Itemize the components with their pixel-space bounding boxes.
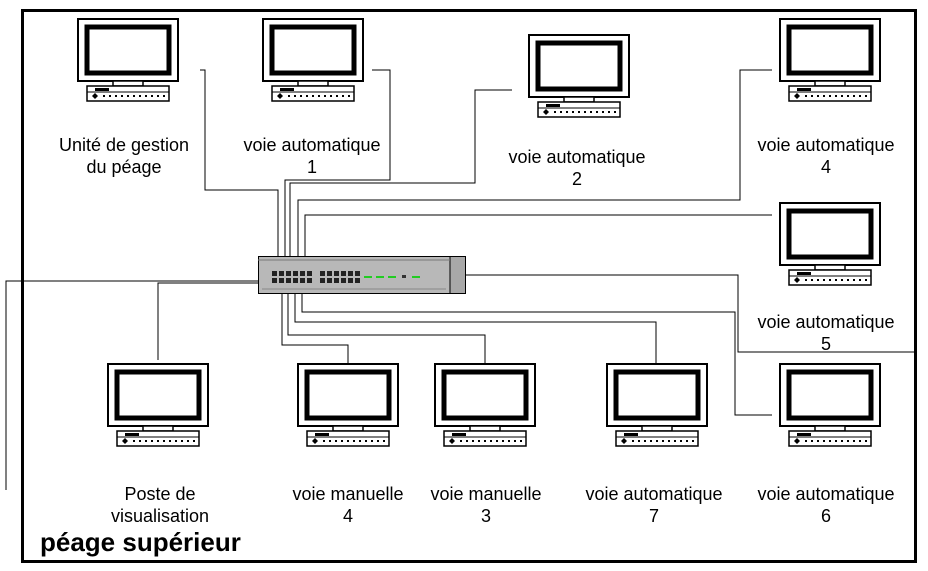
cable-va7	[294, 290, 657, 363]
label-gestion-line1: Unité de gestion	[58, 135, 190, 155]
label-va5-line1: voie automatique	[757, 312, 895, 332]
computer-icon	[293, 363, 403, 452]
computer-icon	[103, 363, 213, 452]
label-va6-line1: voie automatique	[757, 484, 895, 504]
label-va1: voie automatique 1	[232, 134, 392, 178]
computer-icon	[524, 34, 634, 123]
label-va2-line2: 2	[571, 169, 582, 189]
cable-va6	[301, 290, 772, 416]
cable-vm3	[287, 290, 486, 363]
label-gestion-line2: du péage	[86, 157, 162, 177]
network-switch	[258, 256, 466, 294]
label-vm3-line1: voie manuelle	[430, 484, 542, 504]
cable-poste	[157, 282, 262, 360]
label-gestion: Unité de gestion du péage	[44, 134, 204, 178]
computer-icon	[775, 363, 885, 452]
label-va2: voie automatique 2	[497, 146, 657, 190]
computer-icon	[258, 18, 368, 107]
diagram-title: péage supérieur	[40, 527, 241, 557]
computer-icon	[775, 18, 885, 107]
label-va6-line2: 6	[820, 506, 831, 526]
label-vm4: voie manuelle 4	[278, 483, 418, 527]
label-va4-line1: voie automatique	[757, 135, 895, 155]
cable-vm4	[281, 290, 349, 363]
cable-left-edge	[5, 280, 258, 490]
label-poste-line1: Poste de	[124, 484, 196, 504]
label-va5: voie automatique 5	[746, 311, 906, 355]
computer-icon	[430, 363, 540, 452]
label-vm3-line2: 3	[480, 506, 491, 526]
label-poste: Poste de visualisation	[90, 483, 230, 527]
label-va7-line1: voie automatique	[585, 484, 723, 504]
label-va2-line1: voie automatique	[508, 147, 646, 167]
computer-icon	[73, 18, 183, 107]
label-va4-line2: 4	[820, 157, 831, 177]
label-va5-line2: 5	[820, 334, 831, 354]
computer-icon	[602, 363, 712, 452]
cable-right-edge	[445, 274, 916, 353]
label-vm4-line1: voie manuelle	[292, 484, 404, 504]
label-va7: voie automatique 7	[574, 483, 734, 527]
cable-va5	[304, 214, 772, 262]
cable-gestion	[200, 69, 279, 262]
label-vm3: voie manuelle 3	[416, 483, 556, 527]
computer-icon	[775, 202, 885, 291]
label-va1-line1: voie automatique	[243, 135, 381, 155]
diagram-border	[21, 9, 917, 563]
cable-va2	[289, 89, 512, 262]
cable-va1	[284, 69, 391, 262]
label-va4: voie automatique 4	[746, 134, 906, 178]
label-poste-line2: visualisation	[110, 506, 210, 526]
cable-va4	[297, 69, 772, 262]
label-va1-line2: 1	[306, 157, 317, 177]
label-va6: voie automatique 6	[746, 483, 906, 527]
label-va7-line2: 7	[648, 506, 659, 526]
label-vm4-line2: 4	[342, 506, 353, 526]
